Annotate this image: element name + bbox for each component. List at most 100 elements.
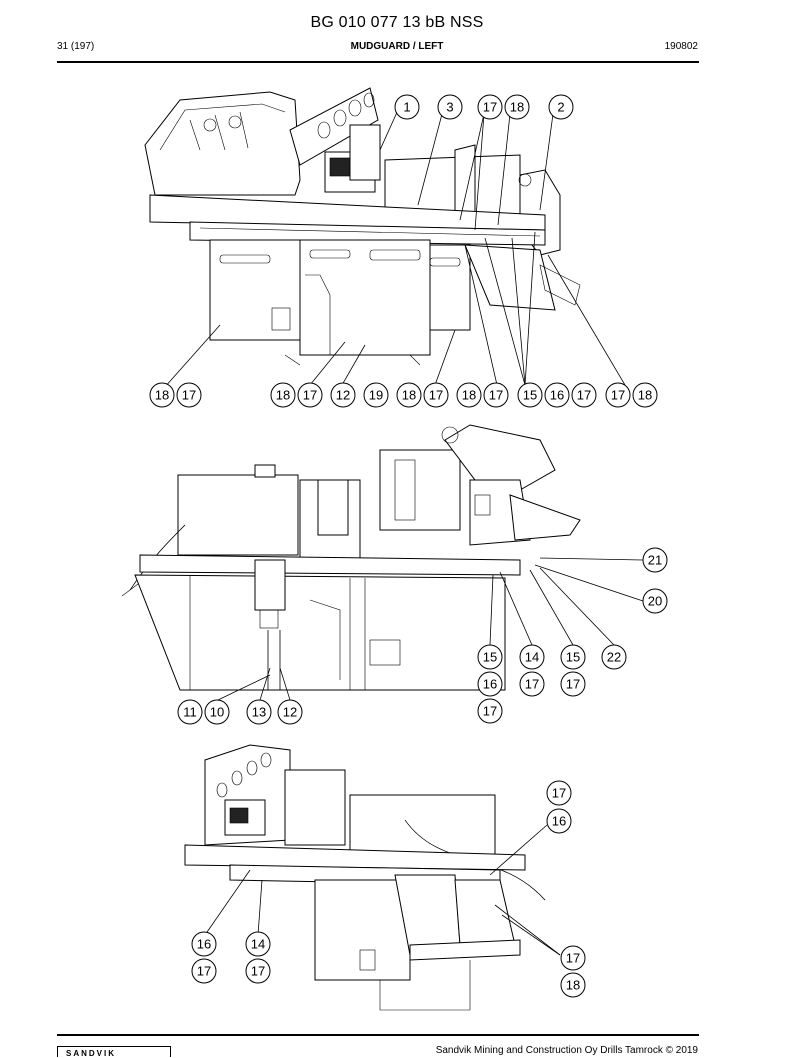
- svg-text:17: 17: [182, 388, 196, 403]
- svg-text:21: 21: [648, 553, 662, 568]
- callout: 18: [456, 382, 482, 408]
- drawing-view-top: [144, 87, 626, 389]
- callout: 22: [601, 644, 627, 670]
- page-number: 31 (197): [57, 41, 95, 52]
- svg-text:17: 17: [251, 964, 265, 979]
- company-logo: SANDVIK: [57, 1046, 171, 1058]
- callout: 12: [277, 699, 303, 725]
- callouts-top-bottom-row: 18 17 18 17 12 19 18 17 18 17 15 16 17 1…: [149, 382, 658, 408]
- callout: 18: [270, 382, 296, 408]
- svg-text:18: 18: [566, 978, 580, 993]
- svg-text:18: 18: [155, 388, 169, 403]
- svg-text:17: 17: [566, 951, 580, 966]
- callout: 20: [642, 588, 668, 614]
- header-rule: [57, 61, 699, 63]
- callout: 18: [149, 382, 175, 408]
- svg-text:2: 2: [557, 100, 564, 115]
- callout: 15: [560, 644, 586, 670]
- callout: 17: [560, 945, 586, 971]
- document-date: 190802: [664, 41, 698, 52]
- callout: 18: [396, 382, 422, 408]
- callout: 17: [423, 382, 449, 408]
- svg-text:18: 18: [510, 100, 524, 115]
- callout: 17: [546, 780, 572, 806]
- callout: 17: [245, 958, 271, 984]
- callouts-bottom: 17 16 16 17 14 17 17 18: [191, 780, 586, 998]
- footer-rule: [57, 1034, 699, 1036]
- document-title: BG 010 077 13 bB NSS: [310, 14, 484, 31]
- section-title: MUDGUARD / LEFT: [350, 41, 444, 52]
- callout: 18: [504, 94, 530, 120]
- svg-text:13: 13: [252, 705, 266, 720]
- svg-text:15: 15: [523, 388, 537, 403]
- callout: 18: [560, 972, 586, 998]
- svg-text:17: 17: [483, 100, 497, 115]
- callout: 17: [571, 382, 597, 408]
- svg-text:17: 17: [429, 388, 443, 403]
- svg-text:1: 1: [403, 100, 410, 115]
- svg-text:18: 18: [462, 388, 476, 403]
- svg-text:11: 11: [183, 705, 197, 720]
- callout: 16: [191, 931, 217, 957]
- callout: 19: [363, 382, 389, 408]
- svg-text:12: 12: [336, 388, 350, 403]
- svg-text:20: 20: [648, 594, 662, 609]
- callout: 17: [483, 382, 509, 408]
- svg-text:17: 17: [552, 786, 566, 801]
- callout: 16: [544, 382, 570, 408]
- callout: 14: [245, 931, 271, 957]
- svg-text:18: 18: [276, 388, 290, 403]
- svg-text:16: 16: [550, 388, 564, 403]
- callout: 17: [519, 671, 545, 697]
- callout: 16: [477, 671, 503, 697]
- callout: 2: [548, 94, 574, 120]
- callout: 14: [519, 644, 545, 670]
- callout: 21: [642, 547, 668, 573]
- svg-text:15: 15: [566, 650, 580, 665]
- callout: 15: [477, 644, 503, 670]
- drawing-view-bottom: [184, 744, 561, 1011]
- callout: 13: [246, 699, 272, 725]
- svg-text:3: 3: [446, 100, 453, 115]
- callout: 11: [177, 699, 203, 725]
- footer-copyright: Sandvik Mining and Construction Oy Drill…: [435, 1045, 698, 1056]
- svg-text:17: 17: [566, 677, 580, 692]
- callout: 15: [517, 382, 543, 408]
- svg-text:15: 15: [483, 650, 497, 665]
- svg-text:14: 14: [251, 937, 265, 952]
- svg-text:10: 10: [210, 705, 224, 720]
- drawing-view-middle: [121, 424, 644, 701]
- svg-text:17: 17: [577, 388, 591, 403]
- callout: 1: [394, 94, 420, 120]
- svg-text:16: 16: [483, 677, 497, 692]
- callout: 17: [477, 698, 503, 724]
- svg-text:16: 16: [197, 937, 211, 952]
- svg-text:14: 14: [525, 650, 539, 665]
- callout: 18: [632, 382, 658, 408]
- svg-text:17: 17: [483, 704, 497, 719]
- svg-text:17: 17: [525, 677, 539, 692]
- callout: 12: [330, 382, 356, 408]
- callout: 17: [560, 671, 586, 697]
- svg-text:16: 16: [552, 814, 566, 829]
- callouts-top-row: 1 3 17 18 2: [394, 94, 574, 120]
- svg-text:19: 19: [369, 388, 383, 403]
- svg-text:17: 17: [303, 388, 317, 403]
- callout: 17: [477, 94, 503, 120]
- svg-text:18: 18: [402, 388, 416, 403]
- callout: 17: [297, 382, 323, 408]
- svg-text:22: 22: [607, 650, 621, 665]
- callout: 3: [437, 94, 463, 120]
- svg-text:17: 17: [489, 388, 503, 403]
- callout: 17: [191, 958, 217, 984]
- callout: 10: [204, 699, 230, 725]
- callout: 17: [176, 382, 202, 408]
- svg-text:12: 12: [283, 705, 297, 720]
- callout: 16: [546, 808, 572, 834]
- svg-text:17: 17: [197, 964, 211, 979]
- callout: 17: [605, 382, 631, 408]
- svg-text:17: 17: [611, 388, 625, 403]
- svg-text:18: 18: [638, 388, 652, 403]
- callouts-middle: 21 20 15 16 17 14 17 15 17 22 11 10 13 1…: [177, 547, 668, 725]
